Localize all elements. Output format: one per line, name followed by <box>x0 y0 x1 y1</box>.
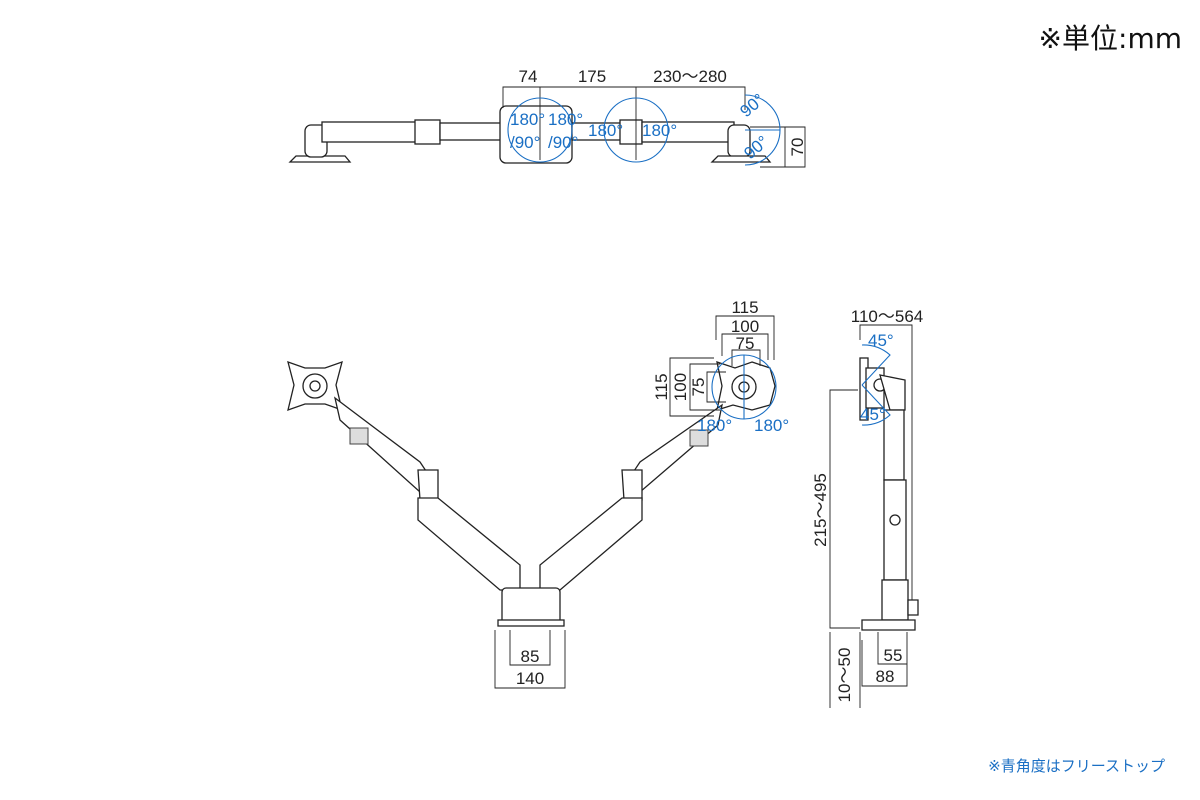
arm-segment <box>321 121 418 143</box>
dim-230-280: 230〜280 <box>653 67 727 86</box>
angle-label: 180° <box>588 121 623 140</box>
angle-label: 45° <box>868 331 894 350</box>
left-clamp-plate <box>288 155 352 163</box>
dim-70: 70 <box>788 138 807 157</box>
free-stop-note: ※青角度はフリーストップ <box>988 757 1165 775</box>
vesa-115-v: 115 <box>652 373 671 400</box>
vesa-115-h: 115 <box>731 298 758 317</box>
dim-74: 74 <box>519 67 538 86</box>
front-view: 115 100 75 115 100 75 180° 180° 85 140 <box>287 298 789 689</box>
right-forearm <box>539 497 643 591</box>
clamp-side <box>881 579 909 621</box>
angle-label: /90° <box>510 133 540 152</box>
angle-label: 90° <box>736 90 768 121</box>
angle-label: 180° <box>548 110 583 129</box>
dim-height: 215〜495 <box>811 473 830 547</box>
base-clamp <box>501 587 561 625</box>
dim-140: 140 <box>516 669 544 688</box>
arm-joint <box>414 119 441 145</box>
dim-55: 55 <box>884 646 903 665</box>
angle-label: 180° <box>510 110 545 129</box>
left-elbow <box>417 469 439 501</box>
pole <box>883 479 907 581</box>
arm-joint <box>619 119 643 145</box>
dim-88: 88 <box>876 667 895 686</box>
vesa-75-h: 75 <box>736 334 755 353</box>
unit-label: ※単位:mm <box>1039 22 1182 55</box>
vesa-100-h: 100 <box>731 317 759 336</box>
dim-85: 85 <box>521 647 540 666</box>
base-plate <box>497 619 565 627</box>
angle-label: 45° <box>860 405 886 424</box>
dim-175: 175 <box>578 67 606 86</box>
angle-label: /90° <box>548 133 578 152</box>
dim-desk: 10〜50 <box>835 648 854 703</box>
vesa-100-v: 100 <box>671 373 690 401</box>
right-vesa-plate <box>716 361 776 411</box>
right-elbow <box>621 469 643 501</box>
left-vesa-plate <box>287 360 343 412</box>
left-upper-arm <box>333 396 433 493</box>
top-view: 74 175 230〜280 70 180° 180° /90° /90° 18… <box>288 67 807 168</box>
right-clamp-plate <box>710 155 772 163</box>
left-forearm <box>417 497 521 591</box>
dim-reach: 110〜564 <box>851 307 923 326</box>
angle-label: 180° <box>754 416 789 435</box>
side-view: 110〜564 215〜495 10〜50 55 88 45° 45° <box>811 307 923 708</box>
arm-side <box>883 409 905 481</box>
angle-label: 180° <box>642 121 677 140</box>
vesa-75-v: 75 <box>689 378 708 397</box>
angle-label: 180° <box>697 416 732 435</box>
